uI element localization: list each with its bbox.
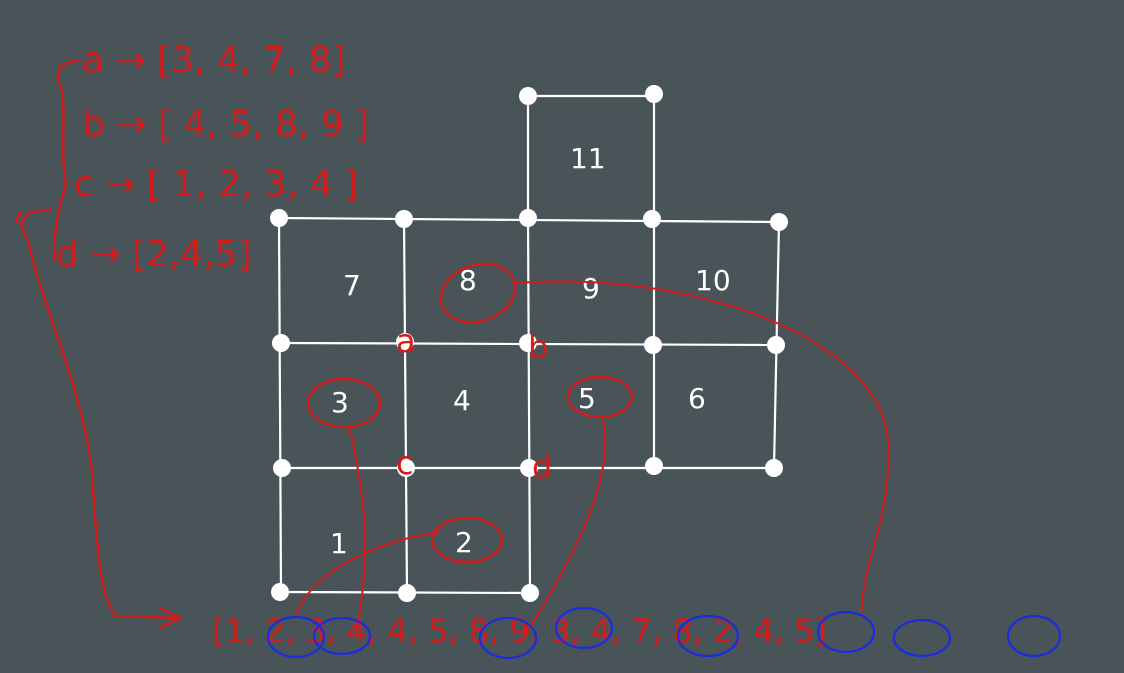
result-highlight	[816, 610, 876, 654]
cell-label-3: 3	[331, 386, 349, 419]
corner-labels: a b c d	[396, 322, 552, 486]
mapping-b: b → [ 4, 5, 8, 9 ]	[82, 104, 369, 145]
mapping-a: a → [3, 4, 7, 8]	[82, 40, 345, 81]
highlight-cell-5	[566, 375, 634, 419]
node	[397, 459, 415, 477]
node	[520, 459, 538, 477]
highlight-cell-3	[306, 377, 382, 429]
curve-3	[349, 427, 367, 633]
node	[645, 85, 663, 103]
cell-labels: 11 7 8 9 10 3 4 5 6 1 2	[330, 142, 731, 560]
result-highlight	[312, 616, 372, 656]
cell-label-6: 6	[688, 382, 706, 415]
node	[270, 209, 288, 227]
corner-label-d: d	[532, 448, 552, 486]
node	[398, 584, 416, 602]
node	[644, 336, 662, 354]
bracket-arrow	[15, 58, 183, 630]
result-highlight	[1006, 614, 1062, 658]
cell-label-1: 1	[330, 527, 348, 560]
node	[519, 334, 537, 352]
highlight-cell-2	[430, 516, 504, 564]
node	[273, 459, 291, 477]
node	[645, 457, 663, 475]
result-highlight	[892, 618, 952, 658]
corner-label-a: a	[396, 322, 416, 360]
result-highlight	[554, 606, 614, 650]
curve-2	[294, 531, 441, 619]
result-highlight	[676, 614, 740, 658]
mapping-d: d → [2,4,5]	[56, 234, 252, 275]
cell-label-7: 7	[343, 269, 361, 302]
curve-5	[521, 415, 607, 641]
cell-highlights	[306, 262, 634, 564]
node	[519, 87, 537, 105]
node	[271, 583, 289, 601]
cell-label-8: 8	[459, 264, 477, 297]
highlight-cell-8	[439, 262, 517, 324]
node	[272, 334, 290, 352]
cell-label-11: 11	[570, 142, 606, 175]
node	[767, 336, 785, 354]
node	[765, 459, 783, 477]
node	[395, 210, 413, 228]
result-highlight	[478, 616, 538, 660]
result-highlight	[266, 615, 326, 659]
cell-label-5: 5	[578, 382, 596, 415]
grid-nodes	[270, 85, 788, 602]
corner-label-c: c	[396, 444, 414, 482]
node	[396, 333, 414, 351]
mapping-notes: a → [3, 4, 7, 8] b → [ 4, 5, 8, 9 ] c → …	[56, 40, 369, 275]
node	[521, 584, 539, 602]
cell-label-10: 10	[695, 264, 731, 297]
node	[770, 213, 788, 231]
corner-label-b: b	[528, 328, 548, 366]
node	[519, 209, 537, 227]
result-highlights	[266, 606, 1062, 660]
curve-8	[514, 280, 890, 613]
node	[643, 210, 661, 228]
cell-label-9: 9	[582, 272, 600, 305]
mapping-c: c → [ 1, 2, 3, 4 ]	[74, 164, 358, 205]
connection-curves	[294, 280, 890, 641]
cell-label-4: 4	[453, 384, 471, 417]
cell-label-2: 2	[455, 526, 473, 559]
